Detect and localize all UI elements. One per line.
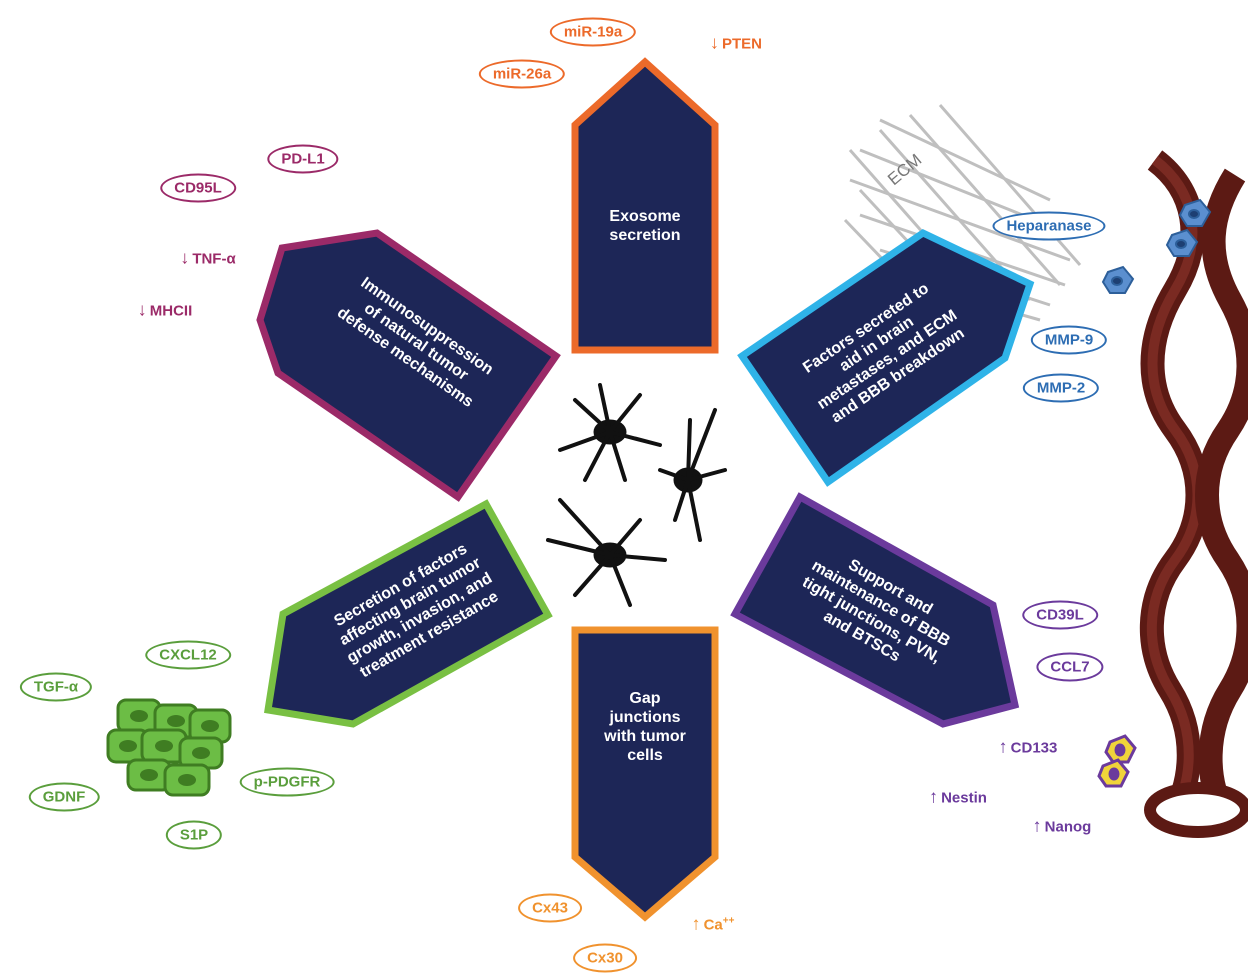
- arm-immuno: [256, 229, 561, 502]
- mir26a-label: miR-26a: [478, 59, 566, 89]
- up-arrow-icon: ↑: [998, 736, 1008, 757]
- nestin-text: Nestin: [941, 789, 987, 807]
- down-arrow-icon: ↓: [137, 299, 147, 320]
- mir19a-label: miR-19a: [549, 17, 637, 47]
- up-arrow-icon: ↑: [691, 913, 701, 934]
- arm-support: [730, 492, 1020, 728]
- cd39l-label: CD39L: [1022, 600, 1098, 630]
- nanog-text: Nanog: [1044, 818, 1092, 836]
- ca-superscript: ++: [722, 915, 735, 927]
- arm-secretion: [264, 499, 553, 728]
- tnf-label: ↓TNF-α: [180, 248, 235, 269]
- heparanase-label: Heparanase: [992, 211, 1106, 241]
- pdl1-label: PD-L1: [267, 144, 339, 174]
- cx43-label: Cx43: [518, 893, 582, 923]
- arm-factors-meta: [737, 228, 1035, 487]
- pten-label: ↓PTEN: [710, 33, 762, 54]
- down-arrow-icon: ↓: [709, 32, 719, 53]
- down-arrow-icon: ↓: [180, 247, 190, 268]
- arm-exosome-text: Exosome secretion: [609, 208, 681, 244]
- ca-label: ↑Ca++: [692, 914, 735, 935]
- mhcii-label: ↓MHCII: [138, 300, 193, 321]
- ccl7-label: CCL7: [1036, 652, 1104, 682]
- gdnf-label: GDNF: [28, 782, 100, 812]
- astrocyte-cells: [546, 383, 727, 607]
- cxcl12-label: CXCL12: [145, 640, 231, 670]
- arm-gap: [571, 626, 719, 922]
- up-arrow-icon: ↑: [929, 786, 939, 807]
- arm-exosome: [571, 57, 719, 354]
- cx30-label: Cx30: [573, 943, 637, 973]
- arm-gap-text: Gap junctions with tumor cells: [604, 690, 686, 764]
- cd133-label: ↑CD133: [999, 737, 1058, 758]
- cd95l-label: CD95L: [160, 173, 236, 203]
- ca-text: Ca: [703, 916, 723, 934]
- nanog-label: ↑Nanog: [1033, 816, 1092, 837]
- cd133-text: CD133: [1010, 739, 1058, 757]
- nestin-label: ↑Nestin: [929, 787, 987, 808]
- mmp2-label: MMP-2: [1022, 373, 1100, 403]
- tgfa-label: TGF-α: [19, 672, 93, 702]
- blue-cells: [1101, 198, 1212, 294]
- pten-text: PTEN: [721, 35, 763, 53]
- blood-vessel: [1139, 150, 1248, 838]
- s1p-label: S1P: [165, 820, 223, 850]
- mhcii-text: MHCII: [149, 302, 193, 320]
- ppdgfr-label: p-PDGFR: [239, 767, 335, 797]
- tnf-text: TNF-α: [192, 250, 236, 268]
- up-arrow-icon: ↑: [1032, 815, 1042, 836]
- mmp9-label: MMP-9: [1030, 325, 1108, 355]
- yellow-stem-cells: [1097, 734, 1137, 788]
- tumor-cell-cluster: [106, 698, 232, 797]
